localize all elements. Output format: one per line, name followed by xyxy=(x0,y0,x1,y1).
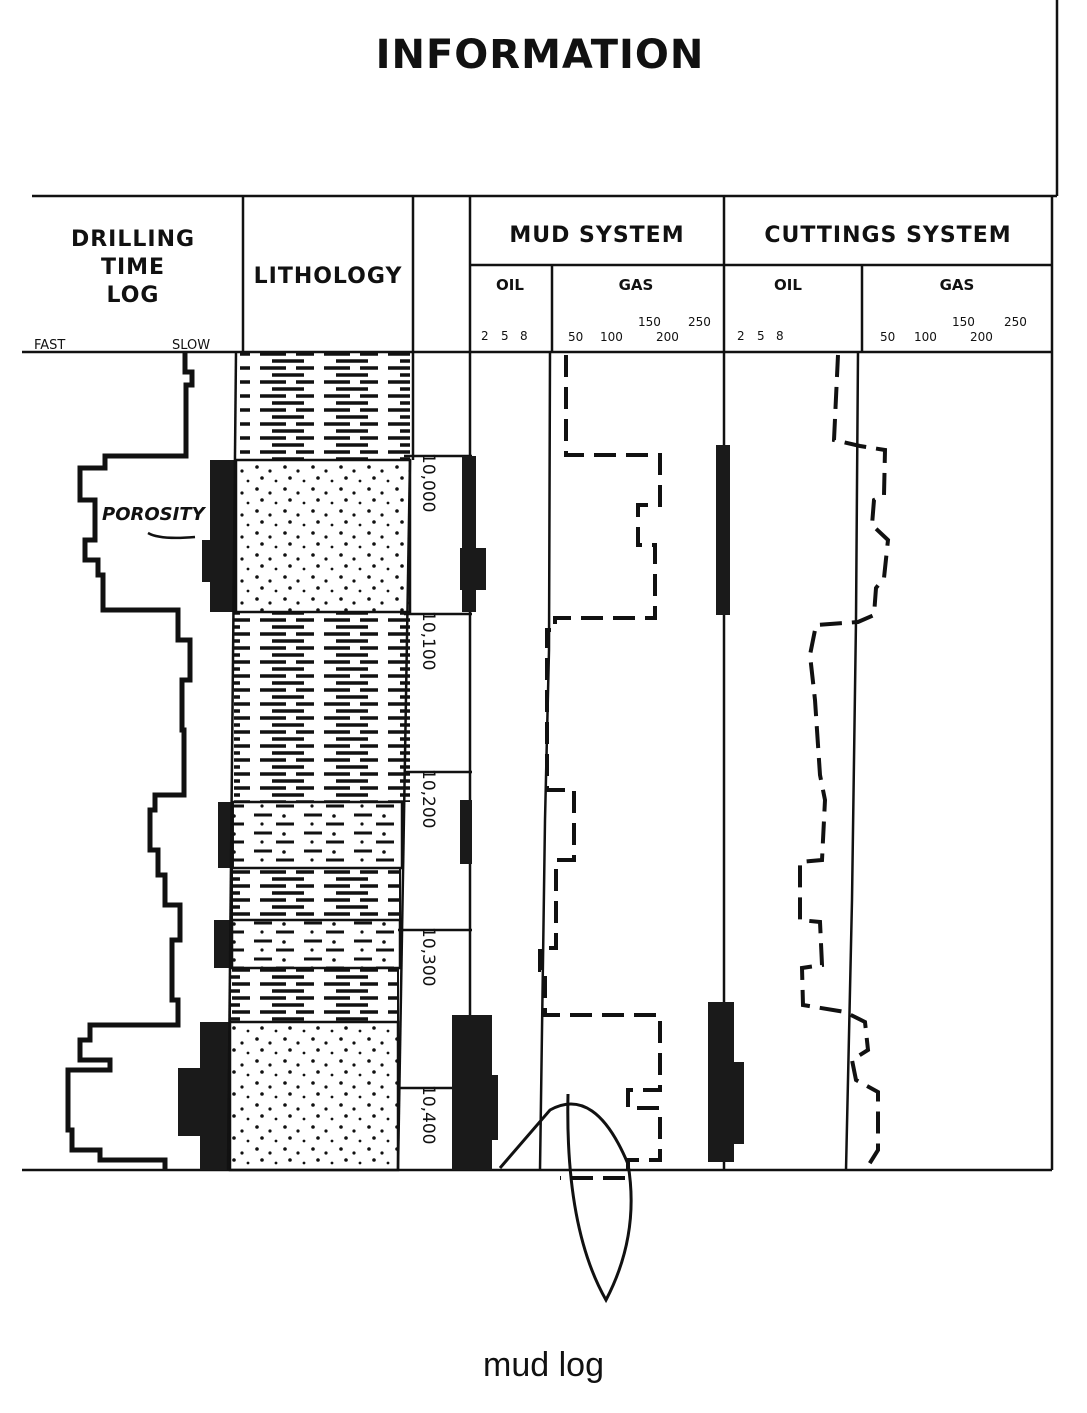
porosity-bars xyxy=(178,460,236,1170)
mud-gas-curve xyxy=(538,355,662,1180)
scale-tick: 150 xyxy=(638,315,661,329)
oil-show-bar xyxy=(716,445,730,615)
cuttings-oil-scale: 2 5 8 xyxy=(737,329,784,343)
lithology-column xyxy=(226,351,412,1172)
fast-label: FAST xyxy=(34,338,65,353)
sandy-shale-layer xyxy=(230,918,402,970)
porosity-bar xyxy=(178,1068,212,1136)
drill-bit xyxy=(498,1093,633,1304)
shale-layer xyxy=(234,612,410,802)
depth-label: 10,100 xyxy=(418,611,438,670)
depth-label: 10,000 xyxy=(418,453,438,512)
drilling-header-line2: TIME xyxy=(101,255,165,280)
oil-show-bar xyxy=(460,548,486,590)
oil-show-bar xyxy=(470,1075,498,1140)
cuttings-oil-shows xyxy=(708,445,744,1162)
scale-tick: 100 xyxy=(600,330,623,344)
scale-tick: 50 xyxy=(568,330,583,344)
cuttings-system-header: CUTTINGS SYSTEM xyxy=(764,223,1011,248)
figure-title: INFORMATION xyxy=(376,32,705,78)
oil-show-bar xyxy=(708,1062,744,1144)
cuttings-gas-curve xyxy=(798,354,891,1168)
column-headers: DRILLING TIME LOG FAST SLOW LITHOLOGY MU… xyxy=(34,223,1011,353)
frame-lines xyxy=(22,0,1059,1172)
scale-tick: 2 xyxy=(481,329,489,343)
scale-tick: 5 xyxy=(757,329,765,343)
porosity-bar xyxy=(214,920,232,968)
scale-tick: 200 xyxy=(970,330,993,344)
shale-layer xyxy=(231,867,401,921)
cuttings-oil-label: OIL xyxy=(774,276,802,294)
porosity-bar xyxy=(210,460,236,612)
scale-tick: 250 xyxy=(688,315,711,329)
mud-oil-label: OIL xyxy=(496,276,524,294)
shale-layer xyxy=(240,352,410,460)
mud-oil-scale: 2 5 8 xyxy=(481,329,528,343)
scale-tick: 150 xyxy=(952,315,975,329)
lithology-right-edge xyxy=(396,459,412,1171)
lithology-header: LITHOLOGY xyxy=(254,264,403,289)
cuttings-gas-label: GAS xyxy=(940,276,975,294)
slow-label: SLOW xyxy=(172,338,210,353)
porosity-label: POROSITY xyxy=(102,504,207,525)
cuttings-gas-scale: 50 100 150 200 250 xyxy=(880,315,1027,344)
scale-tick: 200 xyxy=(656,330,679,344)
drilling-time-curve xyxy=(65,352,195,1170)
scale-tick: 2 xyxy=(737,329,745,343)
depth-label: 10,300 xyxy=(418,927,438,986)
mud-gas-scale: 50 100 150 200 250 xyxy=(568,315,711,344)
drilling-header-line3: LOG xyxy=(107,283,160,308)
scale-tick: 250 xyxy=(1004,315,1027,329)
lithology-left-edge xyxy=(226,351,238,1171)
cuttings-oil-gas-divider xyxy=(844,351,860,1171)
mud-system-header: MUD SYSTEM xyxy=(509,223,684,248)
mud-gas-label: GAS xyxy=(619,276,654,294)
scale-tick: 100 xyxy=(914,330,937,344)
scale-tick: 50 xyxy=(880,330,895,344)
sand-layer xyxy=(228,1020,400,1172)
scale-tick: 8 xyxy=(520,329,528,343)
sandy-shale-layer xyxy=(230,800,404,870)
scale-tick: 5 xyxy=(501,329,509,343)
scale-tick: 8 xyxy=(776,329,784,343)
figure-caption: mud log xyxy=(483,1346,604,1384)
porosity-annotation: POROSITY xyxy=(102,504,207,540)
depth-column: 10,000 10,100 10,200 10,300 10,400 xyxy=(398,453,472,1144)
shale-layer xyxy=(229,967,399,1023)
depth-label: 10,400 xyxy=(418,1085,438,1144)
porosity-bar xyxy=(202,540,222,582)
mud-oil-shows xyxy=(452,456,498,1170)
drilling-header-line1: DRILLING xyxy=(71,227,195,252)
oil-show-bar xyxy=(460,800,472,864)
porosity-arrow xyxy=(147,531,196,540)
depth-label: 10,200 xyxy=(418,769,438,828)
sand-layer xyxy=(234,458,412,614)
